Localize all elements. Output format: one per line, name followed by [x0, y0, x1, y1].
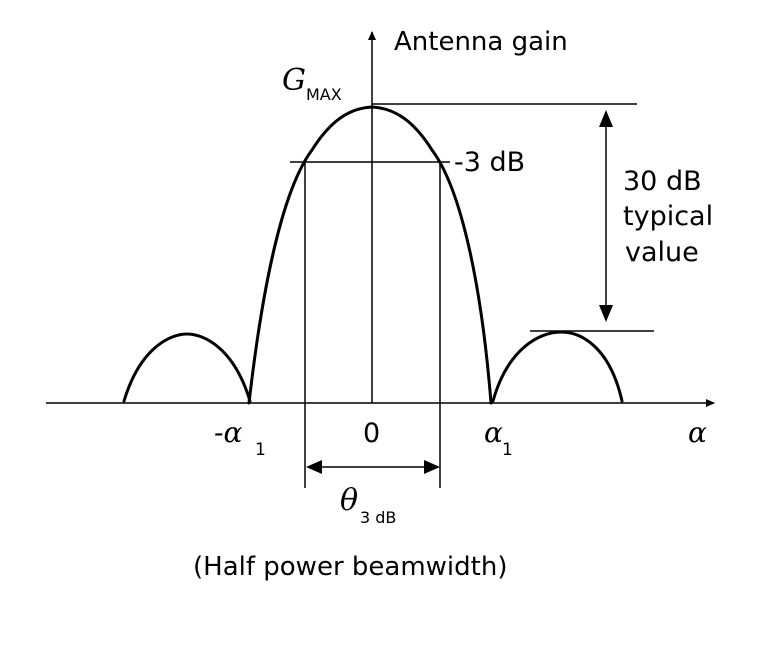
beamwidth-arrowhead-right: [424, 460, 440, 474]
sidelobe-label-line1: 30 dB: [623, 166, 702, 197]
sidelobe-gap-arrowhead-bottom: [599, 305, 613, 322]
alpha1-label: α: [484, 416, 503, 449]
alpha1-subscript: 1: [502, 440, 513, 460]
left-side-lobe: [122, 332, 252, 403]
main-lobe-curve: [247, 105, 493, 405]
beamwidth-symbol: θ: [340, 483, 358, 518]
beamwidth-subscript: 3 dB: [360, 508, 396, 527]
y-axis-label: Antenna gain: [394, 27, 568, 57]
neg-alpha1-subscript: 1: [255, 440, 266, 460]
right-side-lobe: [491, 330, 624, 403]
gmax-subscript: MAX: [306, 85, 342, 104]
sidelobe-gap-arrowhead-top: [599, 110, 613, 127]
caption: (Half power beamwidth): [193, 552, 507, 582]
x-axis-label: α: [688, 416, 707, 449]
sidelobe-label-line3: value: [625, 237, 699, 268]
gmax-symbol: G: [282, 63, 306, 98]
neg-alpha1-label: -α: [214, 416, 242, 449]
sidelobe-label-line2: typical: [623, 201, 713, 232]
beamwidth-arrowhead-left: [306, 460, 322, 474]
minus3db-label: -3 dB: [454, 147, 525, 178]
origin-label: 0: [363, 418, 380, 449]
